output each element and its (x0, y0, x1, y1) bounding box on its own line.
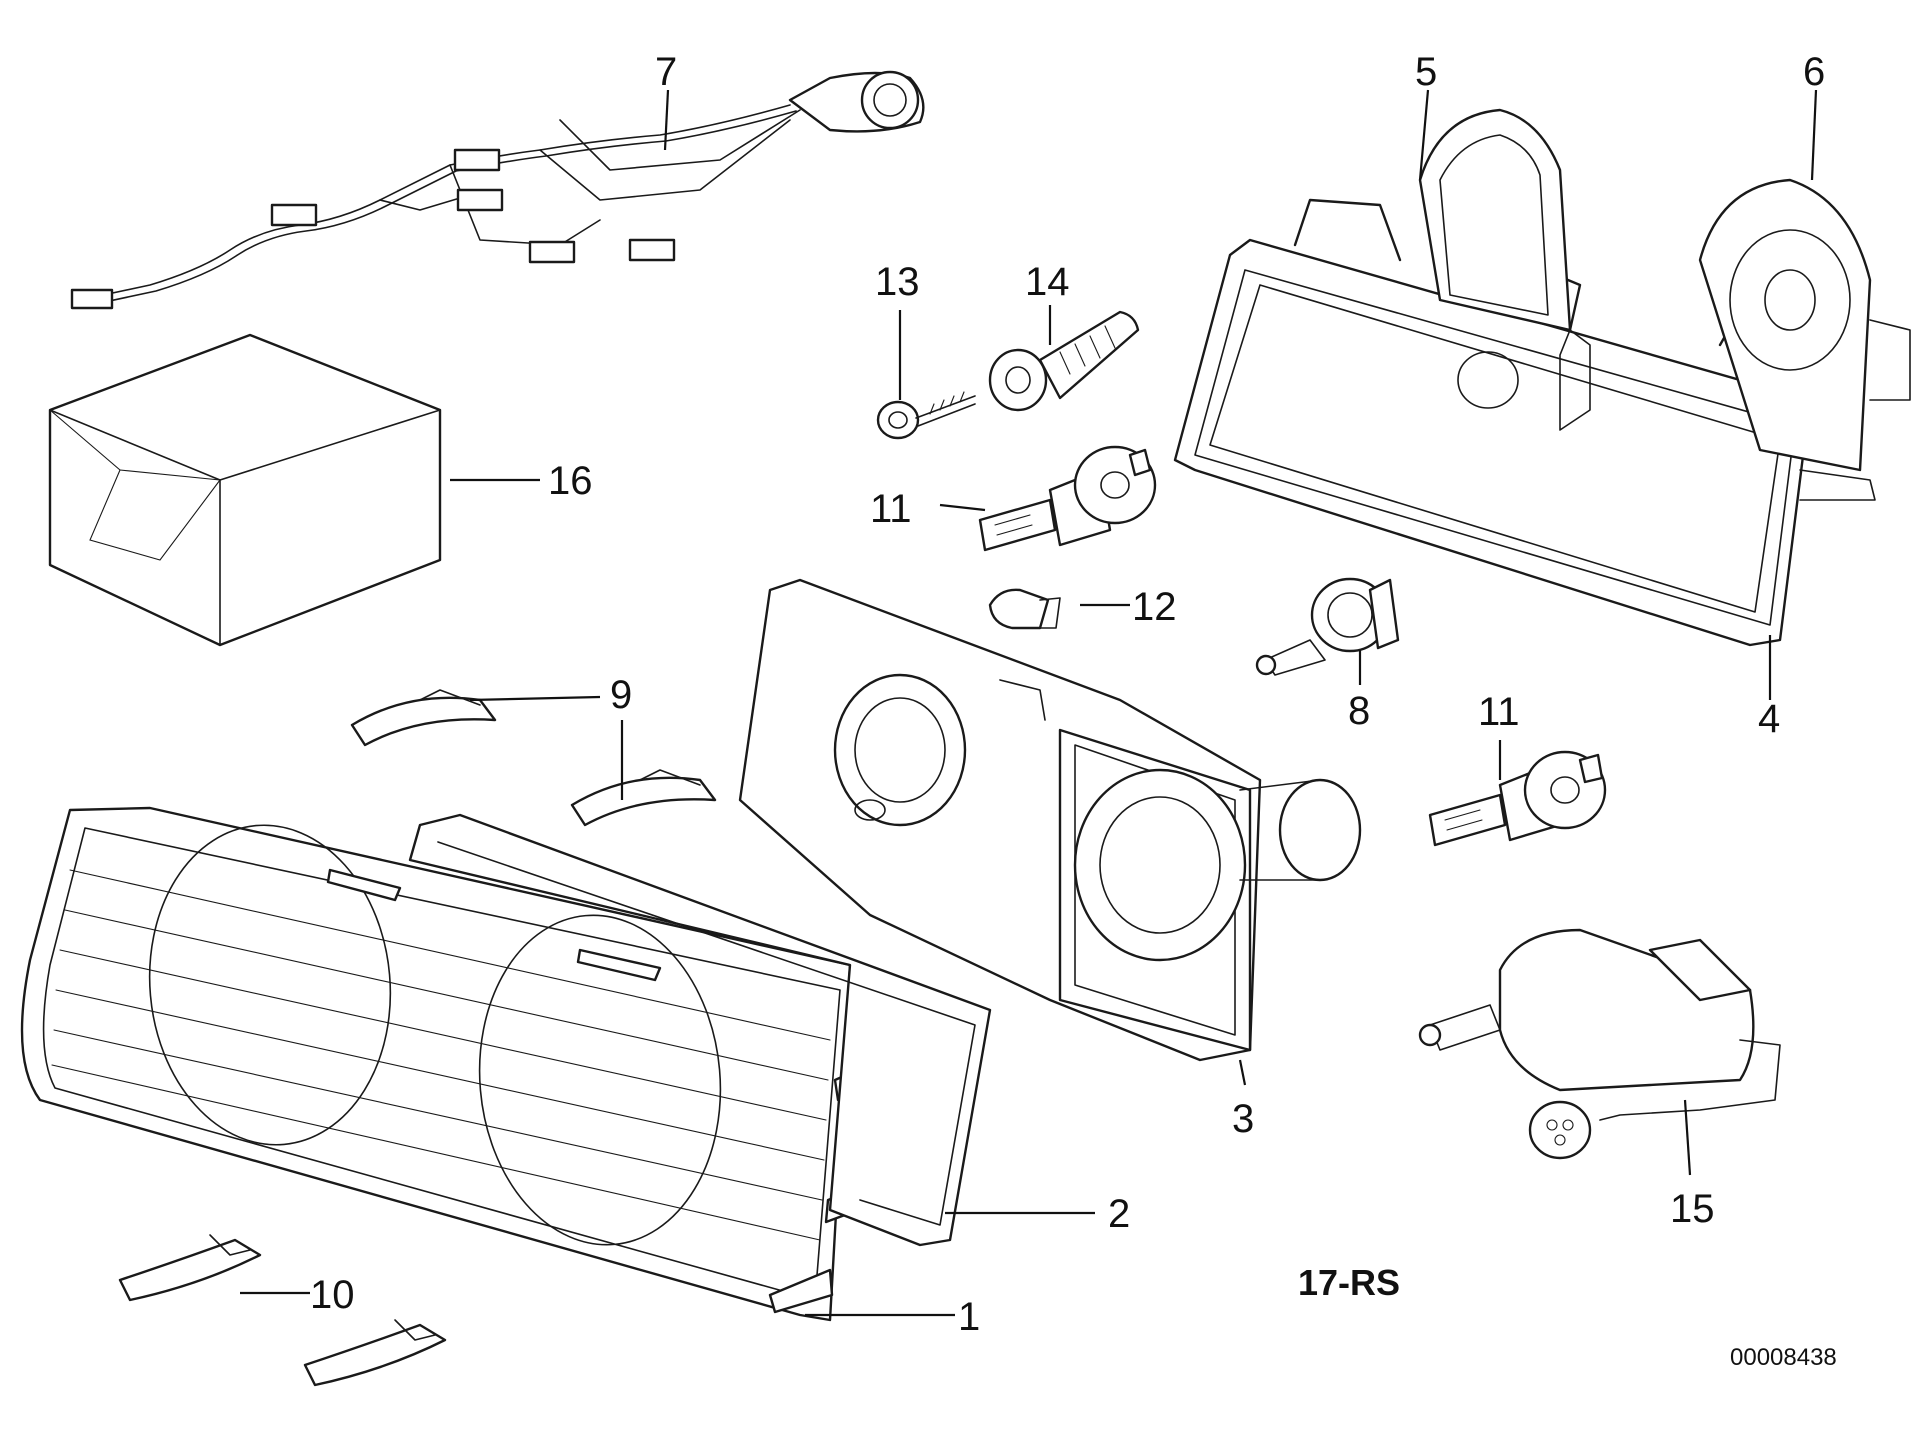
part-11-bulb-lower (1428, 750, 1607, 847)
callout-11-upper: 11 (870, 487, 912, 531)
part-12-small-bulb (988, 588, 1061, 630)
part-8-bulb (1255, 577, 1400, 676)
part-14-adjusting-screw (988, 310, 1140, 412)
callout-9: 9 (610, 673, 632, 717)
callout-15: 15 (1670, 1187, 1715, 1231)
callout-1: 1 (958, 1295, 980, 1339)
callout-labels: 7 5 6 13 14 11 16 12 8 4 11 9 3 15 2 1 1… (310, 50, 1825, 1339)
part-15-xenon-bulb (1418, 928, 1781, 1160)
group-code: 17-RS (1298, 1262, 1400, 1303)
part-16-box (48, 333, 442, 647)
part-9-clips (350, 689, 717, 827)
part-4-headlight-housing (1173, 108, 1911, 647)
leader-lines (240, 89, 1818, 1317)
callout-6: 6 (1803, 50, 1825, 94)
callout-3: 3 (1232, 1097, 1254, 1141)
callout-11-lower: 11 (1478, 690, 1520, 734)
part-1-headlight-lens (20, 806, 882, 1322)
callout-8: 8 (1348, 689, 1370, 733)
callout-5: 5 (1415, 50, 1437, 94)
callout-7: 7 (655, 50, 677, 94)
part-3-reflector (738, 578, 1362, 1062)
callout-12: 12 (1132, 585, 1177, 629)
part-13-screw (876, 391, 976, 440)
part-2-gasket (408, 813, 992, 1247)
drawing-number: 00008438 (1730, 1344, 1837, 1371)
callout-10: 10 (310, 1273, 355, 1317)
part-7-wiring-harness (70, 70, 925, 310)
callout-2: 2 (1108, 1192, 1130, 1236)
part-10-clips (118, 1234, 447, 1387)
part-11-bulb-upper (978, 445, 1157, 552)
callout-14: 14 (1025, 260, 1070, 304)
callout-4: 4 (1758, 697, 1780, 741)
callout-13: 13 (875, 260, 920, 304)
callout-16: 16 (548, 459, 593, 503)
